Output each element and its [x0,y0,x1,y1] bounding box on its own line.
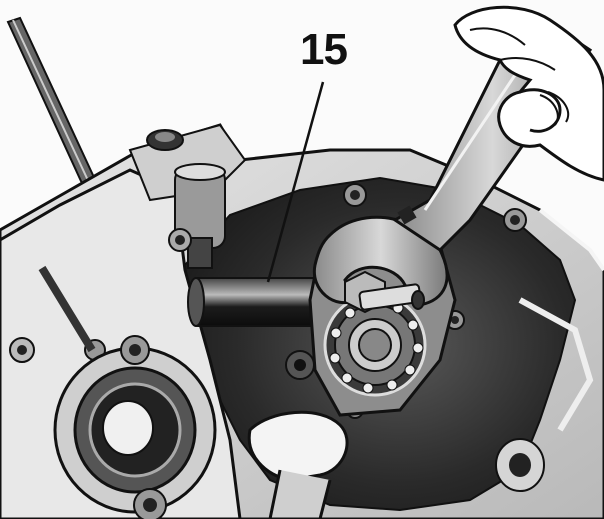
hand [453,5,604,182]
callout-leader-line [266,81,325,283]
extractor-tube [187,277,333,327]
callout-label: 15 [300,25,348,74]
bearing-housing [53,335,217,519]
rod [6,16,100,194]
stud [174,163,226,269]
dowel-pin [38,265,96,353]
ball-bearing [329,296,424,394]
lever [247,410,349,519]
lower-boss [495,297,594,492]
